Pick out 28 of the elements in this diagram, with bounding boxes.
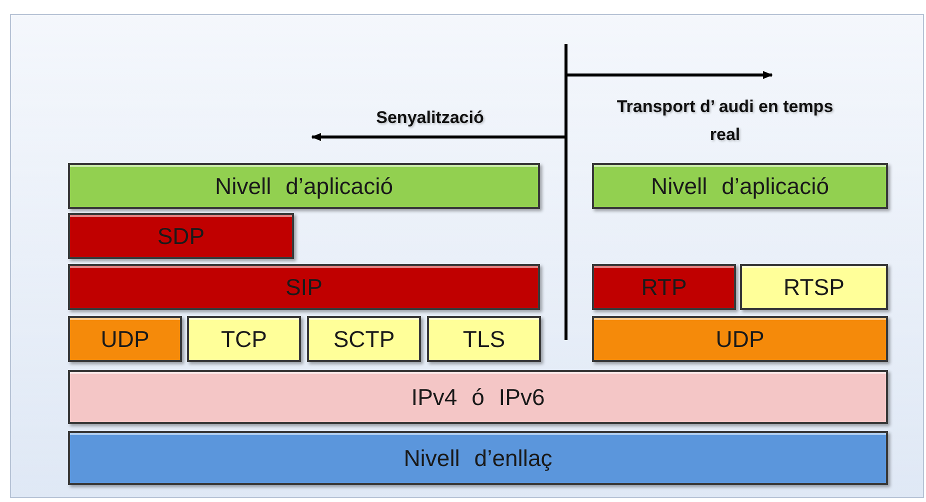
- protocol-name: IPv4 ó IPv6: [411, 384, 545, 410]
- protocol-bar: [68, 316, 182, 362]
- protocol-bar: [592, 264, 736, 310]
- protocol-bar: [592, 316, 888, 362]
- layer-bar: [68, 370, 888, 424]
- protocol-name: RTP: [641, 274, 687, 300]
- protocol-bar: [307, 316, 421, 362]
- layer-bar: [68, 431, 888, 485]
- protocol-name: SIP: [285, 274, 323, 300]
- protocol-name: Nivell d’aplicació: [214, 172, 394, 200]
- protocol-name: Nivell d’enllaç: [404, 444, 552, 472]
- protocol-bar: [187, 316, 301, 362]
- direction-label: Senyalització: [375, 107, 485, 129]
- protocol-name: SDP: [157, 222, 205, 250]
- protocol-name: UDP: [100, 326, 150, 352]
- protocol-bar: [740, 264, 888, 310]
- protocol-name: TCP: [221, 326, 267, 352]
- protocol-bar: [427, 316, 541, 362]
- protocol-bar: [68, 264, 540, 310]
- protocol-name: Nivell d’aplicació: [650, 172, 830, 200]
- direction-label: Transport d’ audi en temps real: [616, 96, 834, 146]
- protocol-name: UDP: [716, 326, 764, 352]
- layer-bar: [68, 163, 540, 209]
- layer-bar: [592, 163, 888, 209]
- protocol-name: TLS: [462, 326, 506, 352]
- protocol-name: SCTP: [333, 326, 395, 352]
- protocol-bar: [68, 213, 294, 259]
- protocol-name: RTSP: [784, 274, 844, 300]
